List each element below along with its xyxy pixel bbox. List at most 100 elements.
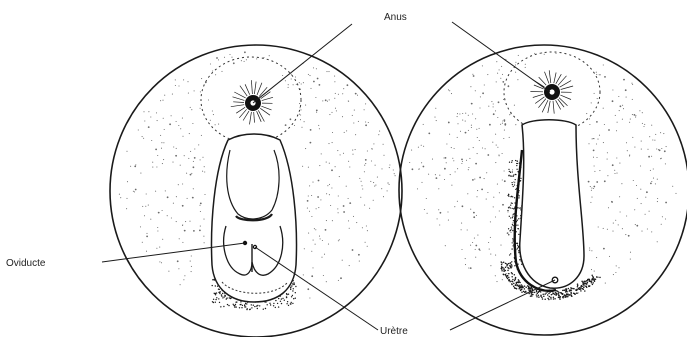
stipple-dot — [564, 294, 566, 296]
stipple-dot — [321, 257, 322, 258]
stipple-dot — [511, 266, 512, 267]
stipple-dot — [244, 51, 246, 53]
anus-ray — [548, 101, 550, 113]
stipple-dot — [517, 163, 518, 164]
stipple-dot — [193, 230, 195, 232]
stipple-dot — [484, 84, 485, 85]
stipple-dot — [468, 267, 469, 268]
stipple-dot — [439, 224, 440, 225]
stipple-dot — [591, 190, 592, 191]
stipple-dot — [618, 267, 619, 268]
stipple-dot — [335, 93, 336, 94]
stipple-dot — [555, 292, 557, 294]
stipple-dot — [167, 215, 168, 216]
stipple-dot — [577, 286, 579, 288]
stipple-dot — [612, 89, 613, 90]
stipple-dot — [555, 294, 557, 296]
stipple-dot — [461, 249, 462, 250]
stipple-dot — [219, 289, 220, 290]
stipple-dot — [511, 261, 512, 262]
stipple-dot — [576, 292, 578, 294]
stipple-dot — [213, 299, 214, 300]
stipple-dot — [288, 87, 289, 88]
stipple-dot — [367, 246, 368, 247]
stipple-dot — [513, 283, 515, 285]
stipple-dot — [176, 221, 177, 222]
stipple-dot — [472, 179, 474, 181]
stipple-dot — [562, 296, 564, 298]
stipple-dot — [603, 228, 604, 229]
stipple-dot — [510, 204, 511, 205]
stipple-dot — [313, 67, 314, 68]
stipple-dot — [469, 158, 470, 159]
stipple-dot — [591, 188, 592, 189]
stipple-dot — [516, 288, 518, 290]
stipple-dot — [126, 208, 127, 209]
stipple-dot — [352, 115, 353, 116]
stipple-dot — [525, 286, 527, 288]
stipple-dot — [340, 277, 342, 279]
stipple-dot — [300, 119, 301, 120]
stipple-dot — [234, 306, 235, 307]
stipple-dot — [618, 224, 619, 225]
stipple-dot — [490, 265, 491, 266]
stipple-dot — [180, 128, 181, 129]
stipple-dot — [358, 254, 360, 256]
stipple-dot — [514, 280, 516, 282]
stipple-dot — [599, 277, 601, 279]
stipple-dot — [245, 306, 246, 307]
stipple-dot — [208, 99, 209, 100]
stipple-dot — [331, 187, 332, 188]
stipple-dot — [338, 240, 339, 241]
stipple-dot — [552, 292, 554, 294]
stipple-dot — [240, 301, 241, 302]
stipple-dot — [618, 96, 619, 97]
stipple-dot — [607, 175, 608, 176]
stipple-dot — [588, 143, 589, 144]
stipple-dot — [577, 285, 579, 287]
stipple-dot — [514, 184, 515, 185]
stipple-dot — [520, 180, 521, 181]
stipple-dot — [182, 225, 183, 226]
stipple-dot — [142, 242, 143, 243]
stipple-dot — [134, 191, 135, 192]
stipple-dot — [603, 142, 604, 143]
stipple-dot — [329, 184, 330, 185]
stipple-dot — [299, 82, 300, 83]
stipple-dot — [182, 183, 183, 184]
stipple-dot — [550, 297, 552, 299]
stipple-dot — [286, 303, 287, 304]
stipple-dot — [642, 112, 643, 113]
stipple-dot — [168, 271, 169, 272]
stipple-dot — [649, 136, 650, 137]
stipple-dot — [365, 121, 366, 122]
stipple-dot — [502, 81, 504, 83]
stipple-dot — [587, 280, 589, 282]
stipple-dot — [203, 219, 204, 220]
stipple-dot — [284, 300, 285, 301]
stipple-dot — [157, 155, 158, 156]
stipple-dot — [476, 129, 477, 130]
stipple-dot — [592, 282, 594, 284]
stipple-dot — [451, 93, 452, 94]
stipple-dot — [578, 288, 580, 290]
stipple-dot — [510, 207, 511, 208]
stipple-dot — [617, 122, 618, 123]
stipple-dot — [635, 115, 636, 116]
stipple-dot — [490, 221, 491, 222]
stipple-dot — [518, 234, 519, 235]
stipple-dot — [622, 228, 623, 229]
stipple-dot — [171, 115, 172, 116]
stipple-dot — [549, 296, 551, 298]
stipple-dot — [551, 294, 553, 296]
stipple-dot — [178, 184, 179, 185]
stipple-dot — [295, 292, 296, 293]
stipple-dot — [594, 93, 595, 94]
stipple-dot — [563, 289, 565, 291]
stipple-dot — [498, 101, 500, 103]
stipple-dot — [316, 68, 317, 69]
stipple-dot — [331, 169, 333, 171]
stipple-dot — [235, 304, 236, 305]
stipple-dot — [603, 248, 605, 250]
stipple-dot — [589, 285, 591, 287]
